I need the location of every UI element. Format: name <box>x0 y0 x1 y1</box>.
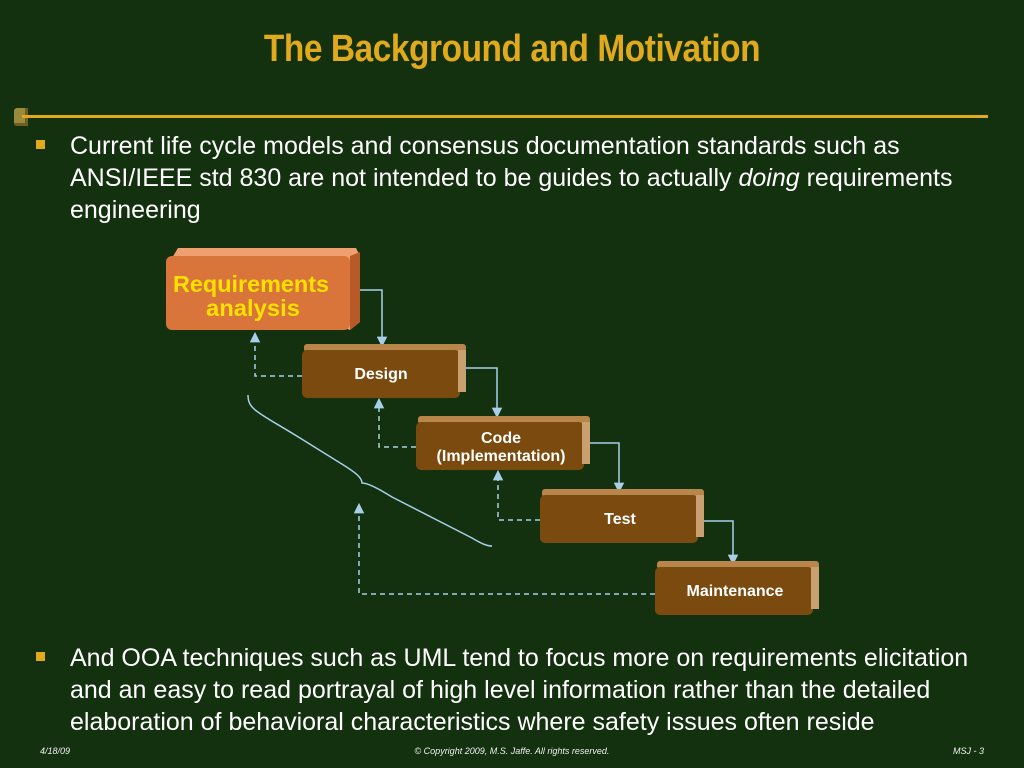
forward-arrows <box>350 289 739 566</box>
stage-design-label: Design <box>354 366 407 383</box>
feedback-code-to-design <box>373 397 416 448</box>
stage-design: Design <box>302 344 466 398</box>
arrow-design-to-code <box>462 367 503 419</box>
bullet-1-text: Current life cycle models and consensus … <box>70 130 1000 226</box>
stage-maintenance: Maintenance <box>655 561 819 615</box>
title-rule-cap <box>14 108 28 126</box>
feedback-test-to-code <box>492 469 540 521</box>
footer-date: 4/18/09 <box>40 746 71 756</box>
arrow-test-to-maintenance <box>700 520 739 566</box>
slide-title: The Background and Motivation <box>263 28 761 70</box>
stage-requirements-label-2: analysis <box>206 295 300 321</box>
feedback-maintenance-to-start <box>353 502 655 595</box>
stage-requirements: Requirements analysis <box>166 248 360 330</box>
bullet-1-emphasis: doing <box>738 164 800 192</box>
stage-code: Code (Implementation) <box>416 416 590 470</box>
bullet-marker <box>36 140 45 149</box>
bullet-1-text-after: requirements engineering <box>70 164 953 224</box>
bullet-1-text-before: Current life cycle models and consensus … <box>70 132 900 192</box>
stage-code-label-2: (Implementation) <box>437 448 566 465</box>
stage-test-label: Test <box>604 511 636 528</box>
stage-maintenance-label: Maintenance <box>687 583 784 600</box>
stage-code-label-1: Code <box>481 430 521 447</box>
footer-copyright: © Copyright 2009, M.S. Jaffe. All rights… <box>414 746 610 756</box>
bullet-2-text: And OOA techniques such as UML tend to f… <box>70 644 969 736</box>
stage-test: Test <box>540 489 704 543</box>
bullet-marker <box>36 652 45 661</box>
title-rule <box>22 115 988 118</box>
stage-requirements-label-1: Requirements <box>173 271 329 297</box>
curly-brace <box>247 394 493 547</box>
feedback-arrows <box>249 331 655 595</box>
arrow-code-to-test <box>586 442 625 494</box>
feedback-design-to-req <box>249 331 302 377</box>
arrow-req-to-design <box>350 289 388 348</box>
footer-page-number: MSJ - 3 <box>952 746 984 756</box>
